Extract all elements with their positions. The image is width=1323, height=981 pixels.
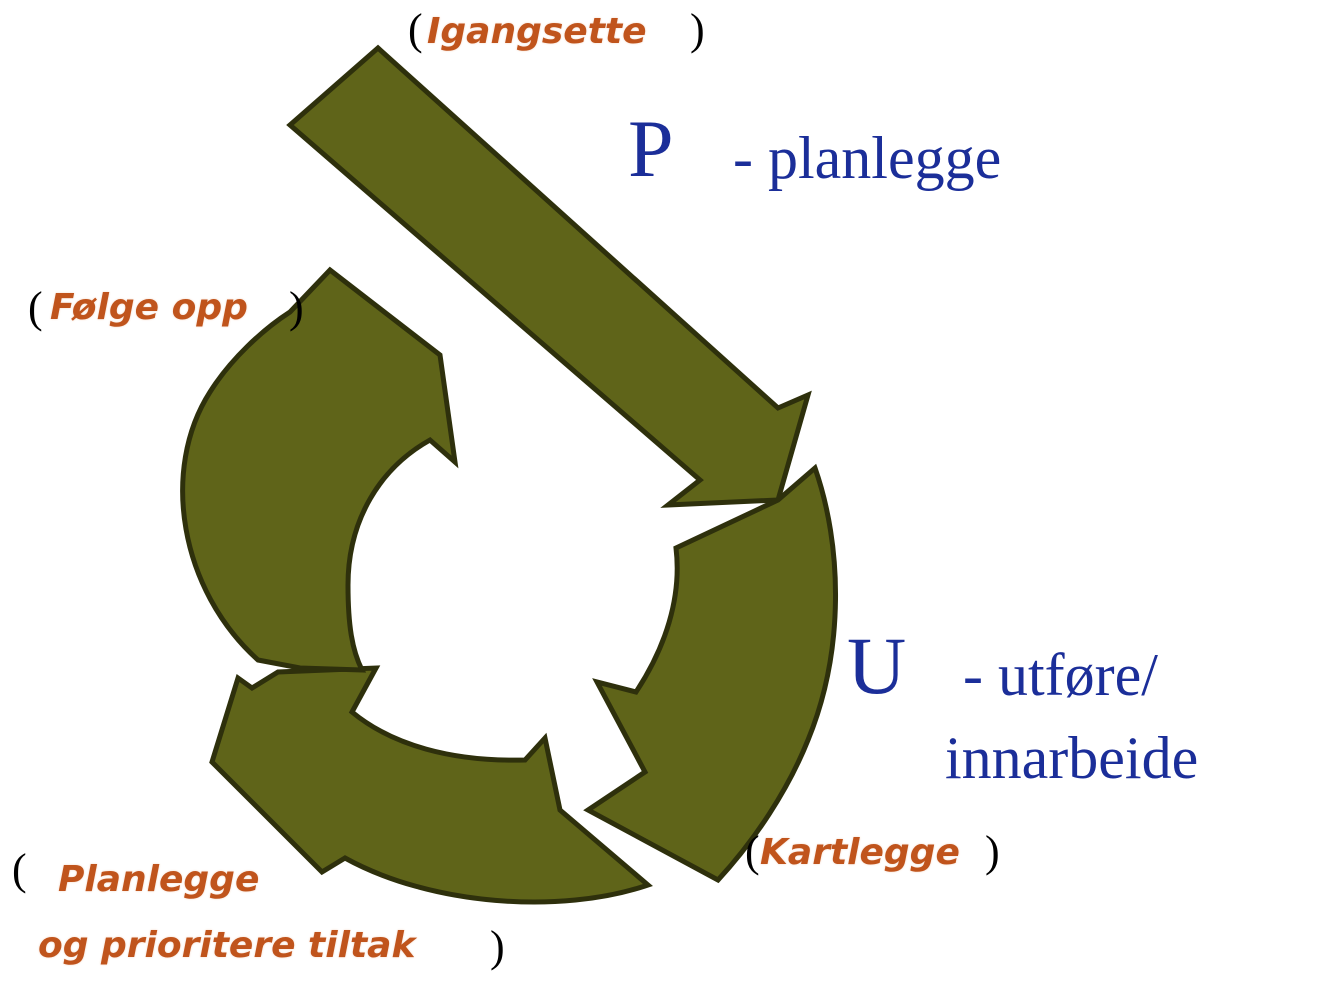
close-paren: ) — [985, 827, 1000, 876]
phase-label-prioritere: og prioritere tiltak — [38, 925, 416, 966]
pdca-text-innarbeide: innarbeide — [945, 725, 1199, 791]
phase-label-planlegge: Planlegge — [58, 859, 260, 900]
pdca-text-planlegge: - planlegge — [733, 125, 1002, 191]
entry-arrow — [286, 44, 812, 508]
open-paren: ( — [12, 845, 27, 894]
open-paren: ( — [408, 5, 423, 54]
close-paren: ) — [690, 5, 705, 54]
pdca-letter-u: U — [847, 620, 907, 711]
phase-label-igangsette: Igangsette — [427, 11, 647, 52]
left-cycle-arrow — [180, 266, 459, 673]
open-paren: ( — [28, 283, 43, 332]
pdca-letter-p: P — [628, 103, 674, 194]
open-paren: ( — [745, 827, 760, 876]
close-paren: ) — [490, 922, 505, 971]
right-cycle-arrow — [583, 463, 839, 884]
cycle-arrows — [180, 44, 839, 905]
phase-label-folge-opp: Følge opp — [50, 287, 248, 328]
pdca-text-utfore: - utføre/ — [963, 642, 1158, 708]
bottom-cycle-arrow — [209, 665, 653, 905]
phase-label-kartlegge: Kartlegge — [760, 832, 960, 873]
close-paren: ) — [289, 283, 304, 332]
